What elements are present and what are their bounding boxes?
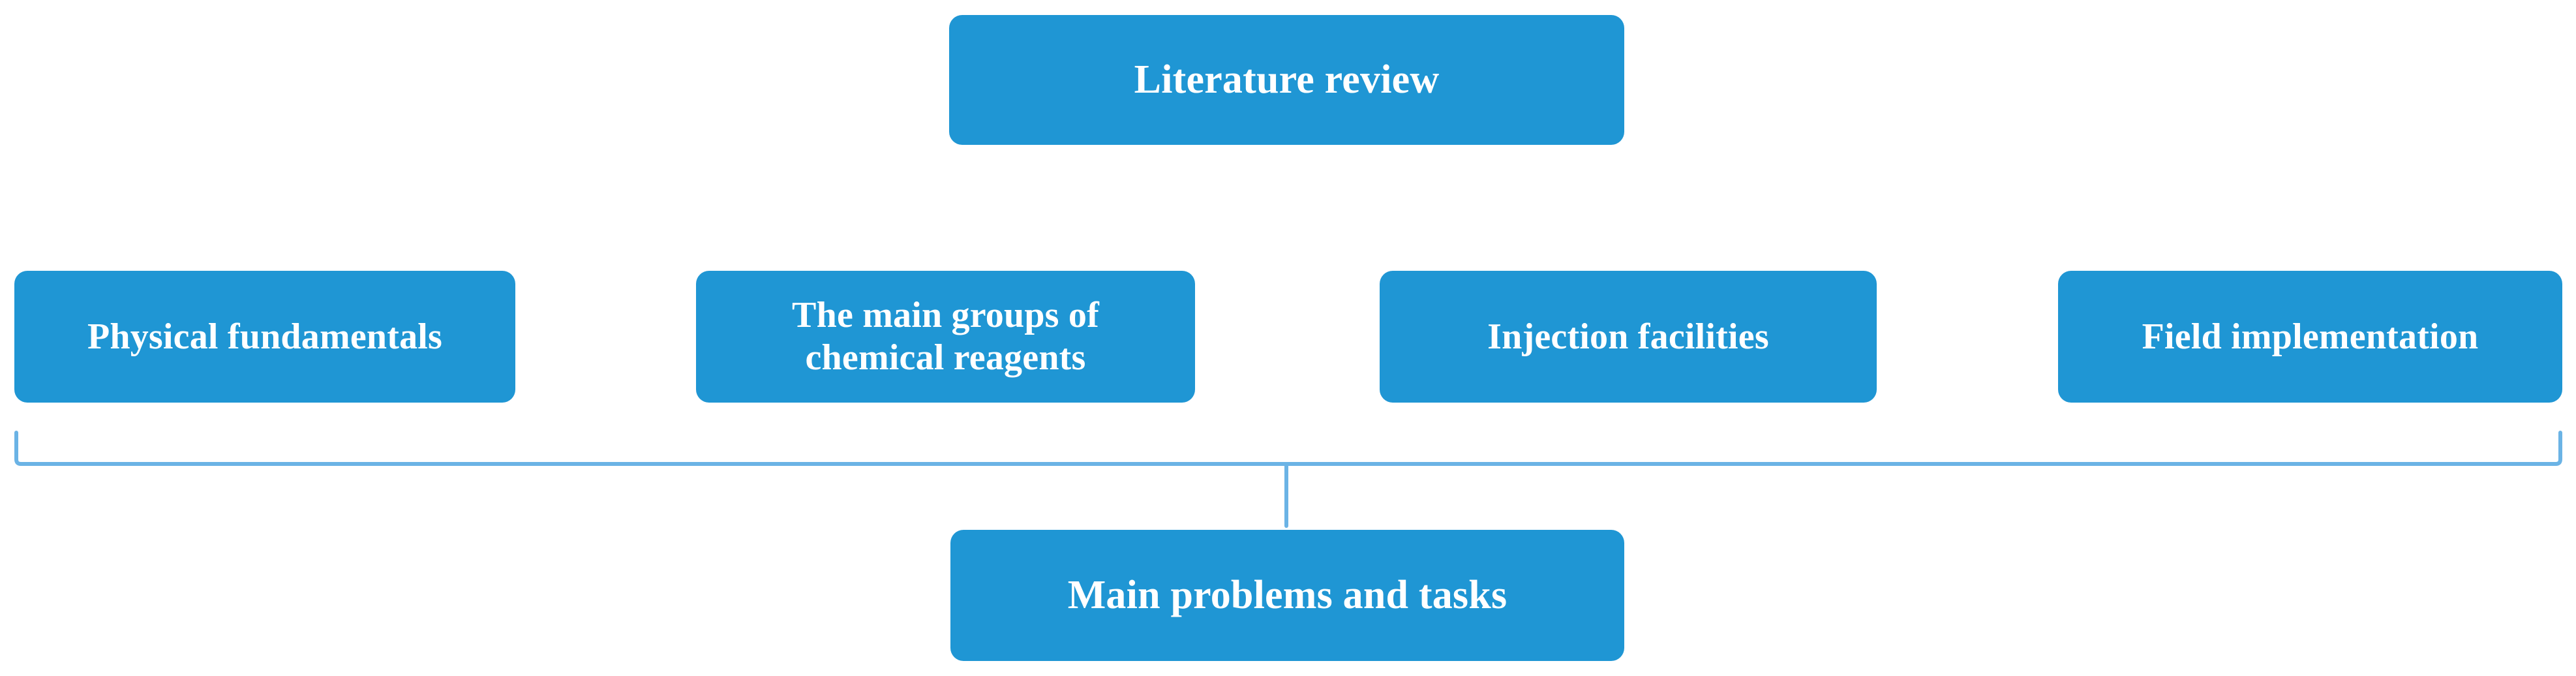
node-literature-review[interactable]: Literature review [949, 15, 1624, 145]
branch-bracket-path [14, 431, 2562, 466]
node-chemical-reagents[interactable]: The main groups of chemical reagents [696, 271, 1195, 403]
node-injection-facilities[interactable]: Injection facilities [1380, 271, 1877, 403]
node-physical-fundamentals[interactable]: Physical fundamentals [14, 271, 515, 403]
node-injection-facilities-label: Injection facilities [1487, 316, 1769, 357]
node-field-implementation-label: Field implementation [2142, 316, 2479, 357]
node-main-problems-and-tasks[interactable]: Main problems and tasks [950, 530, 1624, 661]
node-field-implementation[interactable]: Field implementation [2058, 271, 2562, 403]
node-main-problems-and-tasks-label: Main problems and tasks [1067, 572, 1508, 617]
node-chemical-reagents-label: The main groups of chemical reagents [792, 295, 1099, 378]
node-literature-review-label: Literature review [1134, 57, 1440, 102]
node-physical-fundamentals-label: Physical fundamentals [87, 316, 443, 357]
